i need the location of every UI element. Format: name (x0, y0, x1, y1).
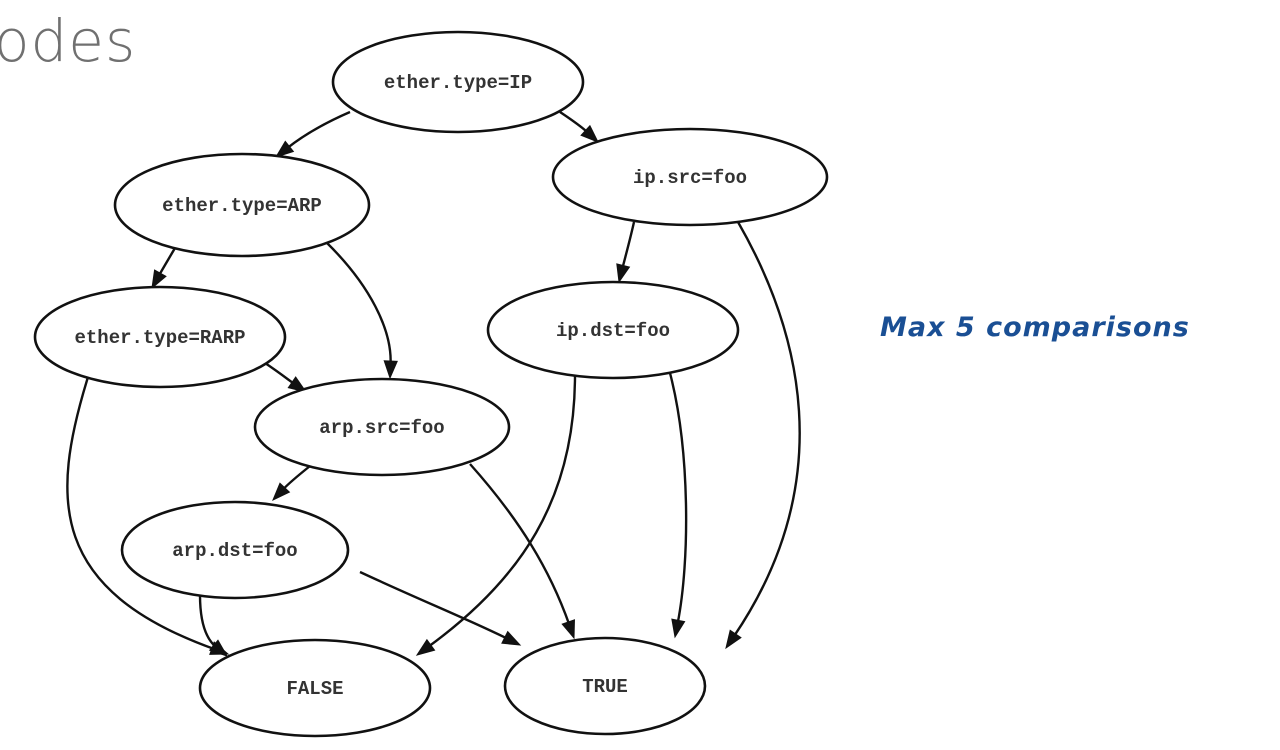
arrowhead-icon (151, 269, 167, 290)
node-ellipse (120, 500, 350, 600)
node-ip-src: ip.src=foo (551, 127, 829, 227)
arrowhead-icon (272, 482, 291, 502)
node-arp-src: arp.src=foo (253, 377, 511, 477)
edge-arp-src-to-arp-dst (272, 465, 311, 502)
node-ellipse (113, 152, 371, 258)
node-label: ether.type=IP (384, 72, 532, 94)
edge-ip-src-to-ip-dst (616, 221, 636, 284)
node-ellipse (486, 280, 740, 380)
node-label: arp.src=foo (319, 417, 444, 439)
node-label: arp.dst=foo (172, 540, 297, 562)
edge-line (198, 594, 217, 649)
node-label: FALSE (286, 678, 343, 700)
edge-line (559, 111, 589, 134)
arrowhead-icon (580, 124, 600, 143)
title-fragment: odes (0, 7, 137, 75)
arrowhead-icon (501, 630, 522, 646)
node-label: ip.src=foo (633, 167, 747, 189)
arrowhead-icon (616, 263, 631, 284)
arrowhead-icon (725, 629, 742, 650)
edge-ip-dst-to-false (415, 374, 577, 656)
edge-line (281, 465, 311, 491)
edge-ether-ip-to-ether-arp (274, 110, 351, 158)
node-false: FALSE (198, 638, 432, 738)
edge-line (286, 110, 351, 150)
edge-line (732, 221, 801, 638)
arrowhead-icon (208, 639, 229, 657)
edge-ether-arp-to-ether-rarp (151, 247, 177, 290)
edge-arp-dst-to-true (359, 570, 522, 646)
edge-ip-dst-to-true (668, 372, 688, 639)
arrowhead-icon (561, 619, 575, 640)
node-ellipse (198, 638, 432, 738)
edge-line (264, 362, 296, 386)
edges-layer (66, 110, 801, 657)
edge-line (668, 372, 688, 624)
arrowhead-icon (274, 140, 295, 158)
node-ellipse (253, 377, 511, 477)
edge-line (469, 463, 571, 626)
edge-line (325, 241, 392, 365)
node-true: TRUE (503, 636, 707, 736)
arrowhead-icon (383, 360, 398, 380)
edge-ether-arp-to-arp-src (325, 241, 398, 380)
node-label: ether.type=RARP (74, 327, 245, 349)
node-ether-arp: ether.type=ARP (113, 152, 371, 258)
node-label: ether.type=ARP (162, 195, 322, 217)
node-ether-rarp: ether.type=RARP (33, 285, 287, 389)
edge-line (427, 374, 577, 648)
edge-ip-src-to-true (725, 221, 801, 650)
node-ip-dst: ip.dst=foo (486, 280, 740, 380)
node-ellipse (33, 285, 287, 389)
node-ether-ip: ether.type=IP (331, 30, 585, 134)
edge-line (359, 570, 509, 640)
arrowhead-icon (415, 638, 436, 656)
annotation-max-comparisons: Max 5 comparisons (880, 312, 1190, 343)
edge-line (157, 247, 177, 277)
edge-arp-dst-to-false (198, 594, 229, 657)
node-ellipse (551, 127, 829, 227)
edge-arp-src-to-true (469, 463, 575, 640)
node-label: TRUE (582, 676, 628, 698)
node-label: ip.dst=foo (556, 320, 670, 342)
edge-line (66, 376, 216, 651)
node-ellipse (331, 30, 585, 134)
edge-line (621, 221, 636, 269)
nodes-layer: ether.type=IP ether.type=ARP ip.src=foo eth… (33, 30, 829, 738)
node-arp-dst: arp.dst=foo (120, 500, 350, 600)
edge-ether-ip-to-ip-src (559, 111, 600, 143)
node-ellipse (503, 636, 707, 736)
edge-ether-rarp-to-arp-src (264, 362, 308, 393)
arrowhead-icon (287, 376, 308, 393)
slide-title: odes (0, 12, 136, 70)
arrowhead-icon (671, 618, 686, 639)
